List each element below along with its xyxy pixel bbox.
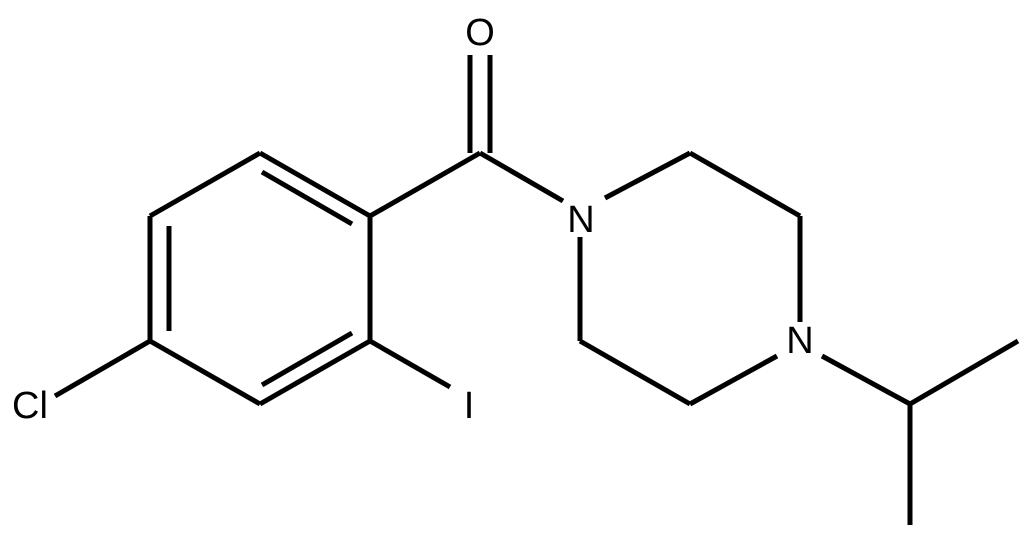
bond-pip-4 (688, 353, 779, 407)
bond-isopropyl-methyl-1 (908, 338, 1020, 407)
bond-ring-5 (258, 338, 372, 407)
atom-label-amine-nitrogen: N (786, 320, 813, 362)
bond-ring-2 (148, 150, 262, 219)
bond-ring-inner-1 (260, 169, 354, 227)
bond-ring-1 (258, 150, 372, 219)
atom-label-oxygen: O (465, 12, 495, 54)
bond-pip-1 (603, 150, 692, 201)
bond-n-isopropyl (820, 353, 912, 407)
bond-carbonyl-ring (368, 150, 482, 219)
atom-label-chlorine: Cl (12, 385, 48, 427)
bond-pip-5 (578, 338, 692, 407)
atom-label-amide-nitrogen: N (567, 199, 594, 241)
bond-ring-4 (148, 338, 262, 407)
bond-c-i (368, 338, 452, 390)
bond-c-cl (53, 338, 152, 399)
bond-ring-inner-3 (260, 330, 354, 388)
bond-pip-2 (688, 150, 802, 219)
bond-carbonyl-n (478, 150, 565, 204)
atom-label-iodine: I (464, 385, 475, 427)
